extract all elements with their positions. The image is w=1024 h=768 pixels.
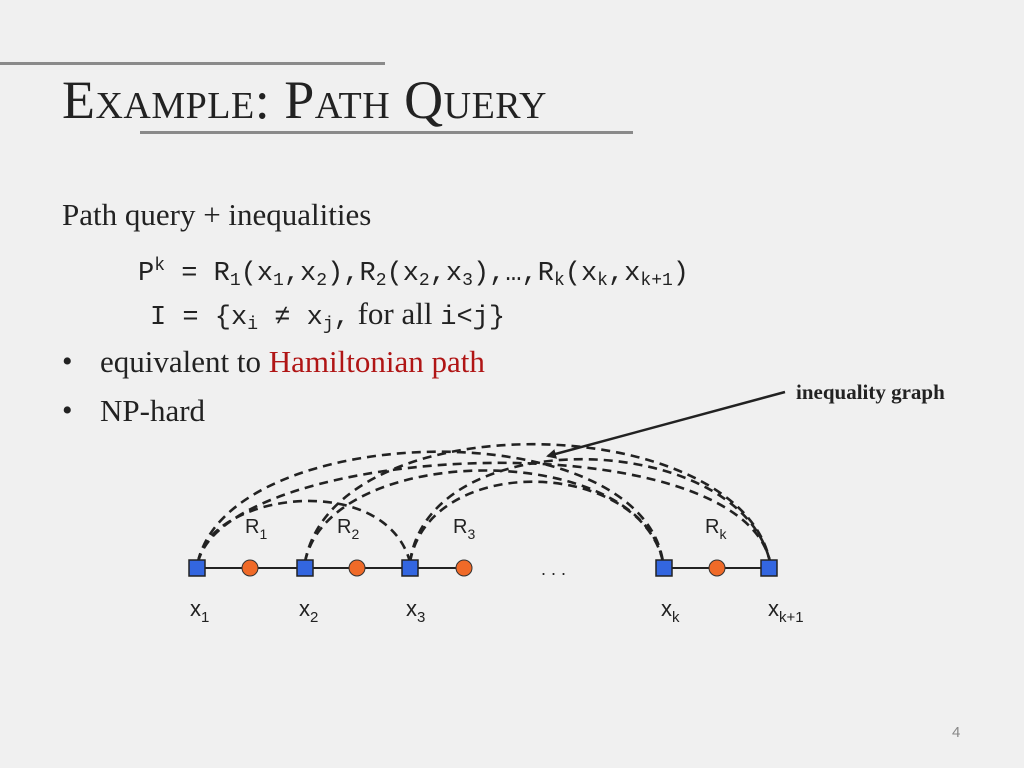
query-r1-sub: 1 [229,271,241,291]
variable-node-x3 [401,559,419,577]
variable-node-xk1 [760,559,778,577]
rk-base: R [705,516,719,538]
x3-sub: 3 [417,609,425,626]
variable-label-xk: xk [661,596,680,626]
x2-base: x [299,596,310,621]
r1-sub: 1 [259,526,267,542]
query-rk-sub: k [553,271,565,291]
inequality-edge-x2-xk [303,469,665,563]
query-p: P [138,259,155,289]
query-open3: (x [564,259,598,289]
ineq-neq: ≠ x [258,303,323,333]
ineq-forall: for all [349,296,441,331]
variable-node-x1 [188,559,206,577]
rk-sub: k [719,526,727,542]
r2-sub: 2 [351,526,359,542]
relation-label-r2: R2 [337,516,359,542]
xk-sub: k [672,609,680,626]
query-close2: ),…,R [472,259,554,289]
query-c1: ,x [283,259,317,289]
query-d-sub: 3 [462,271,473,291]
query-c2: ,x [429,259,463,289]
r2-base: R [337,516,351,538]
relation-node-r1 [241,559,259,577]
variable-node-xk [655,559,673,577]
annotation-arrow [546,390,786,459]
x2-sub: 2 [310,609,318,626]
intro-text: Path query + inequalities [62,197,372,232]
ineq-j-sub: j [322,315,334,335]
relation-label-rk: Rk [705,516,727,542]
variable-label-xk1: xk+1 [768,596,804,626]
inequality-edge-x3-xk1 [408,457,772,563]
variable-label-x1: x1 [190,596,209,626]
inequality-edge-x2-xk1 [303,442,772,563]
slide-title: Example: Path Query [62,70,547,130]
variable-label-x2: x2 [299,596,318,626]
query-open1: (x [240,259,274,289]
xk1-sub: k+1 [779,609,804,626]
variable-node-x2 [296,559,314,577]
inequality-edge-x1-xk [196,450,665,563]
ineq-cond: i<j} [440,303,506,333]
relation-label-r3: R3 [453,516,475,542]
query-r1: R [213,259,230,289]
variable-label-x3: x3 [406,596,425,626]
relation-node-r3 [455,559,473,577]
query-b-sub: 2 [316,271,328,291]
query-close1: ),R [327,259,376,289]
bullet-np-hard: NP-hard [100,392,205,430]
ineq-comma: , [333,303,350,333]
title-rule-bottom [140,131,633,134]
query-c-sub: 2 [418,271,430,291]
query-f-sub: k+1 [640,271,673,291]
query-c3: ,x [607,259,641,289]
query-a-sub: 1 [273,271,284,291]
bullet-dot-1: • [62,345,73,378]
query-open2: (x [386,259,419,289]
relation-label-r1: R1 [245,516,267,542]
bullet-dot-2: • [62,394,73,427]
inequality-formula: I = {xi ≠ xj, for all i<j} [150,295,505,344]
r3-sub: 3 [467,526,475,542]
path-query-formula: Pk = R1(x1,x2),R2(x2,x3),…,Rk(xk,xk+1) [138,247,689,300]
x3-base: x [406,596,417,621]
path-ellipsis: . . . [541,559,566,579]
xk1-base: x [768,596,779,621]
query-close3: ) [672,259,689,289]
annotation-label: inequality graph [796,380,945,404]
query-e-sub: k [597,271,608,291]
ineq-prefix: I = {x [150,303,248,333]
ineq-i-sub: i [247,315,259,335]
xk-base: x [661,596,672,621]
x1-base: x [190,596,201,621]
relation-node-rk [708,559,726,577]
inequality-edge-x3-xk [408,480,665,563]
hamiltonian-path-highlight: Hamiltonian path [268,344,485,379]
inequality-edge-x1-x3 [196,499,412,563]
title-rule-top [0,62,385,65]
inequality-edge-x1-xk1 [196,461,772,563]
relation-node-r2 [348,559,366,577]
bullet-hamiltonian: equivalent to Hamiltonian path [100,343,485,381]
bullet-1-text: equivalent to [100,344,269,379]
bullet-2-text: NP-hard [100,393,206,428]
query-eq: = [165,259,214,289]
query-k: k [154,256,166,276]
x1-sub: 1 [201,609,209,626]
r1-base: R [245,516,259,538]
page-number: 4 [952,724,961,741]
r3-base: R [453,516,467,538]
query-r2-sub: 2 [375,271,387,291]
